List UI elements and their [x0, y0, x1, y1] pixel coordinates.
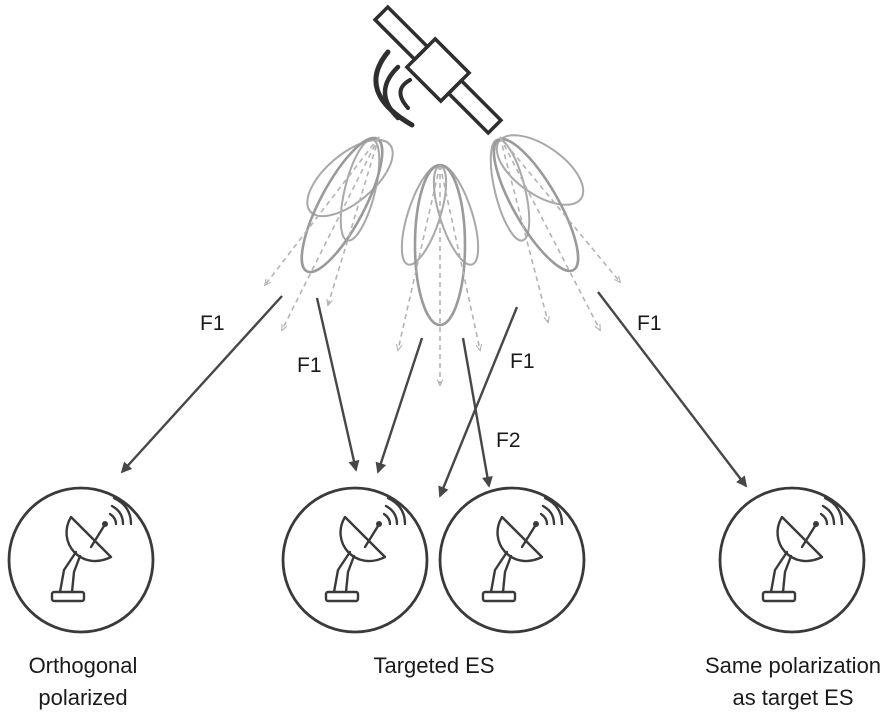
earth-station-targeted-b [438, 486, 586, 634]
caption-same-pol-line2: as target ES [732, 685, 853, 710]
label-f2-target: F2 [496, 429, 521, 452]
label-f1-target-a: F1 [297, 354, 322, 377]
satellite-signal-waves [373, 49, 415, 128]
label-f1-target-b: F1 [510, 350, 535, 373]
arrow-beam-center-target [375, 337, 424, 474]
arrow-f1-same-pol [597, 291, 748, 488]
arrow-f1-target-a [315, 297, 360, 472]
beam-cluster-center [393, 163, 488, 385]
arrow-f1-orthogonal [120, 295, 283, 474]
caption-targeted: Targeted ES [373, 653, 494, 678]
caption-same-pol-line1: Same polarization [705, 653, 881, 678]
earth-station-orthogonal [7, 486, 155, 634]
beam-cluster-right [489, 134, 620, 330]
caption-orthogonal-line1: Orthogonal [29, 653, 138, 678]
arrow-f1-target-b [438, 306, 519, 498]
label-f1-same-pol: F1 [637, 312, 662, 335]
earth-station-targeted-a [281, 486, 429, 634]
beam-cluster-left [265, 136, 394, 330]
arrow-f2-target [461, 337, 493, 488]
label-f1-orthogonal: F1 [200, 312, 225, 335]
satellite-icon [372, 4, 504, 136]
caption-orthogonal-line2: polarized [38, 685, 127, 710]
earth-station-same-pol [718, 486, 866, 634]
